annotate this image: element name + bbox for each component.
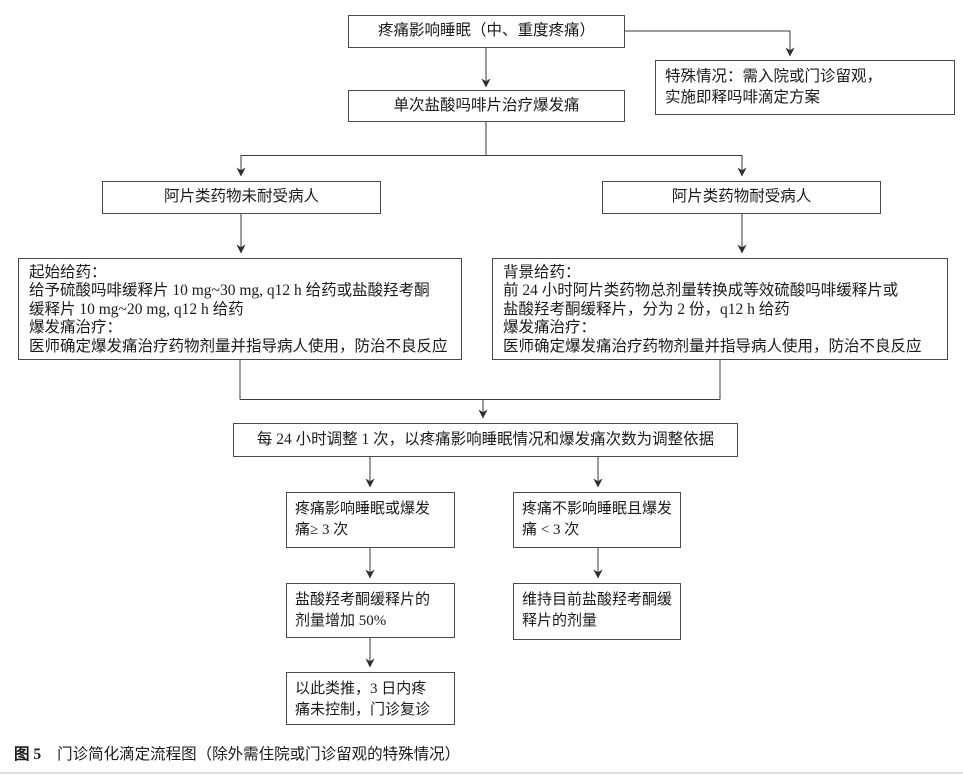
- node-single-dose-morphine: 单次盐酸吗啡片治疗爆发痛: [348, 90, 625, 122]
- node-text-line: 疼痛不影响睡眠且爆发: [522, 501, 673, 517]
- node-opioid-naive: 阿片类药物未耐受病人: [102, 181, 381, 214]
- node-text-line: 爆发痛治疗：: [503, 319, 597, 337]
- node-text-line: 剂量增加 50%: [295, 613, 387, 629]
- node-text-line: 痛 < 3 次: [522, 522, 580, 538]
- node-text-line: 缓释片 10 mg~20 mg, q12 h 给药: [29, 300, 244, 318]
- node-text-line: 阿片类药物未耐受病人: [163, 188, 319, 206]
- node-text-line: 背景给药：: [503, 264, 581, 281]
- node-pain-affects-sleep: 疼痛影响睡眠（中、重度疼痛）: [348, 15, 625, 48]
- node-tolerant-regimen: 背景给药： 前 24 小时阿片类药物总剂量转换成等效硫酸吗啡缓释片或 盐酸羟考酮…: [492, 258, 948, 360]
- node-maintain-dose: 维持目前盐酸羟考酮缓 释片的剂量: [513, 583, 681, 640]
- node-text-line: 痛≥ 3 次: [295, 522, 349, 538]
- node-text-line: 医师确定爆发痛治疗药物剂量并指导病人使用，防治不良反应: [29, 337, 448, 355]
- node-text-line: 释片的剂量: [522, 613, 598, 629]
- node-text-line: 疼痛影响睡眠或爆发: [295, 501, 431, 517]
- node-increase-dose-50pct: 盐酸羟考酮缓释片的 剂量增加 50%: [286, 583, 455, 638]
- figure-caption: 图 5 门诊简化滴定流程图（除外需住院或门诊留观的特殊情况）: [14, 742, 460, 764]
- bottom-rule: [0, 772, 963, 774]
- node-text-line: 阿片类药物耐受病人: [671, 188, 812, 206]
- node-text-line: 实施即释吗啡滴定方案: [665, 89, 821, 106]
- node-text-line: 盐酸羟考酮缓释片的: [295, 592, 431, 608]
- node-text-line: 疼痛影响睡眠（中、重度疼痛）: [377, 22, 595, 40]
- figure-caption-text: 门诊简化滴定流程图（除外需住院或门诊留观的特殊情况）: [57, 746, 461, 763]
- node-text-line: 前 24 小时阿片类药物总剂量转换成等效硫酸吗啡缓释片或: [503, 282, 899, 300]
- node-text-line: 维持目前盐酸羟考酮缓: [522, 592, 673, 608]
- node-text-line: 单次盐酸吗啡片治疗爆发痛: [393, 96, 580, 114]
- figure-caption-label: 图 5: [14, 746, 42, 763]
- node-text-line: 每 24 小时调整 1 次，以疼痛影响睡眠情况和爆发痛次数为调整依据: [256, 430, 715, 448]
- node-text-line: 特殊情况：需入院或门诊留观，: [665, 68, 883, 85]
- node-naive-regimen: 起始给药： 给予硫酸吗啡缓释片 10 mg~30 mg, q12 h 给药或盐酸…: [18, 258, 462, 360]
- node-text-line: 爆发痛治疗：: [29, 319, 123, 337]
- node-adjust-every-24h: 每 24 小时调整 1 次，以疼痛影响睡眠情况和爆发痛次数为调整依据: [233, 423, 738, 457]
- node-text-line: 起始给药：: [29, 264, 107, 281]
- node-text-line: 盐酸羟考酮缓释片，分为 2 份，q12 h 给药: [503, 300, 790, 318]
- node-text-line: 以此类推，3 日内疼: [295, 681, 427, 697]
- node-opioid-tolerant: 阿片类药物耐受病人: [602, 181, 881, 214]
- node-sleep-not-affected-bt-lt3: 疼痛不影响睡眠且爆发 痛 < 3 次: [513, 492, 681, 548]
- node-sleep-affected-or-bt3: 疼痛影响睡眠或爆发 痛≥ 3 次: [286, 492, 455, 548]
- node-text-line: 痛未控制，门诊复诊: [295, 702, 431, 718]
- node-special-case: 特殊情况：需入院或门诊留观， 实施即释吗啡滴定方案: [655, 60, 955, 115]
- node-text-line: 医师确定爆发痛治疗药物剂量并指导病人使用，防治不良反应: [503, 337, 922, 355]
- node-text-line: 给予硫酸吗啡缓释片 10 mg~30 mg, q12 h 给药或盐酸羟考酮: [29, 282, 430, 300]
- node-followup-visit: 以此类推，3 日内疼 痛未控制，门诊复诊: [286, 672, 455, 725]
